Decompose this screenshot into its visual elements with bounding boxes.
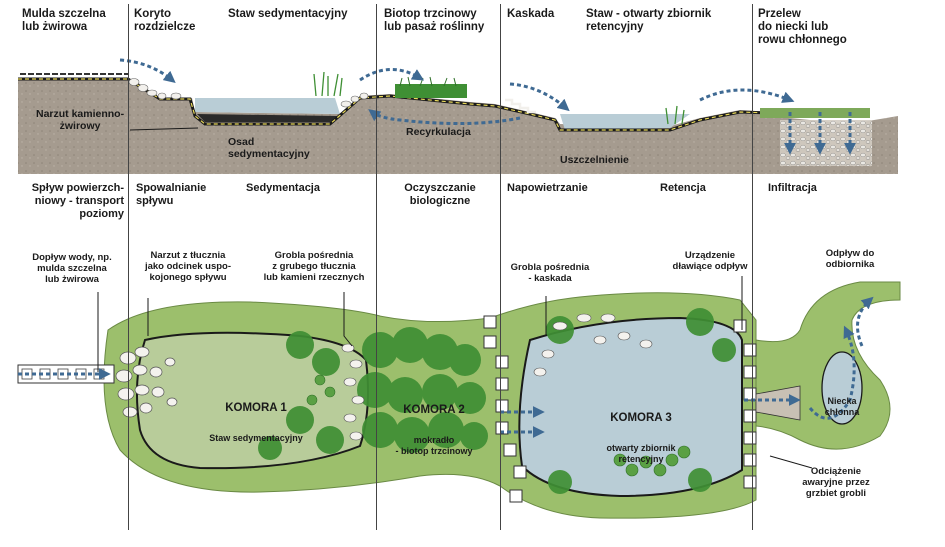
- callout-urzadzenie: Urządzenie dławiące odpływ: [672, 250, 748, 272]
- profile-ret-reeds: [665, 105, 685, 125]
- callout-odplyw: Odpływ do odbiornika: [825, 248, 875, 270]
- chamber-2-subtitle: mokradło - biotop trzcinowy: [395, 435, 473, 456]
- zone-label-staw-sed: Staw sedymentacyjny: [228, 8, 348, 20]
- profile-label-uszczelnienie: Uszczelnienie: [560, 154, 629, 166]
- chamber-3-subtitle: otwarty zbiornik retencyjny: [606, 443, 676, 464]
- callout-leaders: [97, 127, 813, 469]
- zone-label-staw-ret: Staw - otwarty zbiornik retencyjny: [586, 8, 712, 33]
- zone-divider-1: [128, 4, 129, 530]
- niecka-text: Niecka chłonna: [824, 396, 860, 417]
- profile-label-osad: Osad sedymentacyjny: [228, 136, 310, 160]
- infiltration-gravel: [780, 120, 872, 166]
- komora-2-vegetation: [258, 308, 736, 494]
- process-label-koryto: Spowalnianie spływu: [136, 182, 207, 207]
- sed-deposit: [197, 114, 338, 122]
- zone-label-mulda: Mulda szczelna lub żwirowa: [22, 8, 106, 33]
- liner-yellow: [18, 78, 771, 131]
- chamber-1-label: KOMORA 1 Staw sedymentacyjny: [192, 384, 320, 462]
- profile-label-narzut: Narzut kamienno- żwirowy: [36, 108, 125, 132]
- profile-section: [18, 58, 898, 174]
- sed-basin-water: [195, 98, 340, 114]
- chamber-1-title: KOMORA 1: [225, 402, 287, 414]
- ret-pond-water: [560, 114, 690, 130]
- recirculation-arrow: [368, 109, 521, 126]
- cascade-squares: [483, 315, 527, 503]
- chamber-2-title: KOMORA 2: [403, 404, 465, 416]
- callout-grobla-kaskada: Grobla pośrednia - kaskada: [510, 262, 590, 284]
- plan-section: [17, 281, 901, 519]
- chamber-3-label: KOMORA 3 otwarty zbiornik retencyjny: [576, 394, 706, 483]
- process-label-kaskada: Napowietrzanie: [507, 182, 588, 194]
- dam-stones: [341, 313, 653, 441]
- callout-odciazenie: Odciążenie awaryjne przez grzbiet grobli: [802, 466, 870, 499]
- zone-label-przelew: Przelew do niecki lub rowu chłonnego: [758, 8, 847, 46]
- zone-divider-4: [752, 4, 753, 530]
- niecka-label: Niecka chłonna: [818, 378, 866, 436]
- profile-przelew-grass: [760, 108, 870, 118]
- niecka-pond: [821, 351, 863, 425]
- callout-doplyw: Dopływ wody, np. mulda szczelna lub żwir…: [32, 252, 112, 285]
- process-label-staw-sed: Sedymentacja: [246, 182, 320, 194]
- chamber-1-subtitle: Staw sedymentacyjny: [209, 433, 303, 443]
- inlet-stones: [115, 346, 178, 418]
- zone-label-biotop: Biotop trzcinowy lub pasaż roślinny: [384, 8, 485, 33]
- process-label-przelew: Infiltracja: [768, 182, 817, 194]
- profile-flow-arrows: [119, 58, 856, 155]
- zone-divider-3: [500, 4, 501, 530]
- zone-label-kaskada: Kaskada: [507, 8, 555, 20]
- zone-divider-2: [376, 4, 377, 530]
- profile-biotop-grass: [399, 76, 457, 87]
- profile-label-recyrkulacja: Recyrkulacja: [406, 126, 471, 138]
- profile-cascade: [505, 98, 536, 114]
- zone-label-koryto: Koryto rozdzielcze: [134, 8, 196, 33]
- profile-stones-koryto: [128, 78, 369, 108]
- profile-reeds: [313, 71, 343, 97]
- process-label-staw-ret: Retencja: [660, 182, 706, 194]
- callout-narzut-tlucznia: Narzut z tłucznia jako odcinek uspo- koj…: [144, 250, 232, 283]
- process-label-mulda: Spływ powierzch- niowy - transport pozio…: [31, 182, 124, 220]
- chamber-2-label: KOMORA 2 mokradło - biotop trzcinowy: [378, 386, 490, 475]
- komora-1-water: [135, 331, 369, 470]
- lily-pads: [306, 374, 691, 477]
- callout-grobla-posrednia: Grobla pośrednia z grubego tłucznia lub …: [263, 250, 365, 283]
- chamber-3-title: KOMORA 3: [610, 412, 672, 424]
- process-label-biotop: Oczyszczanie biologiczne: [404, 182, 476, 207]
- profile-biotop-vegetation: [395, 84, 467, 98]
